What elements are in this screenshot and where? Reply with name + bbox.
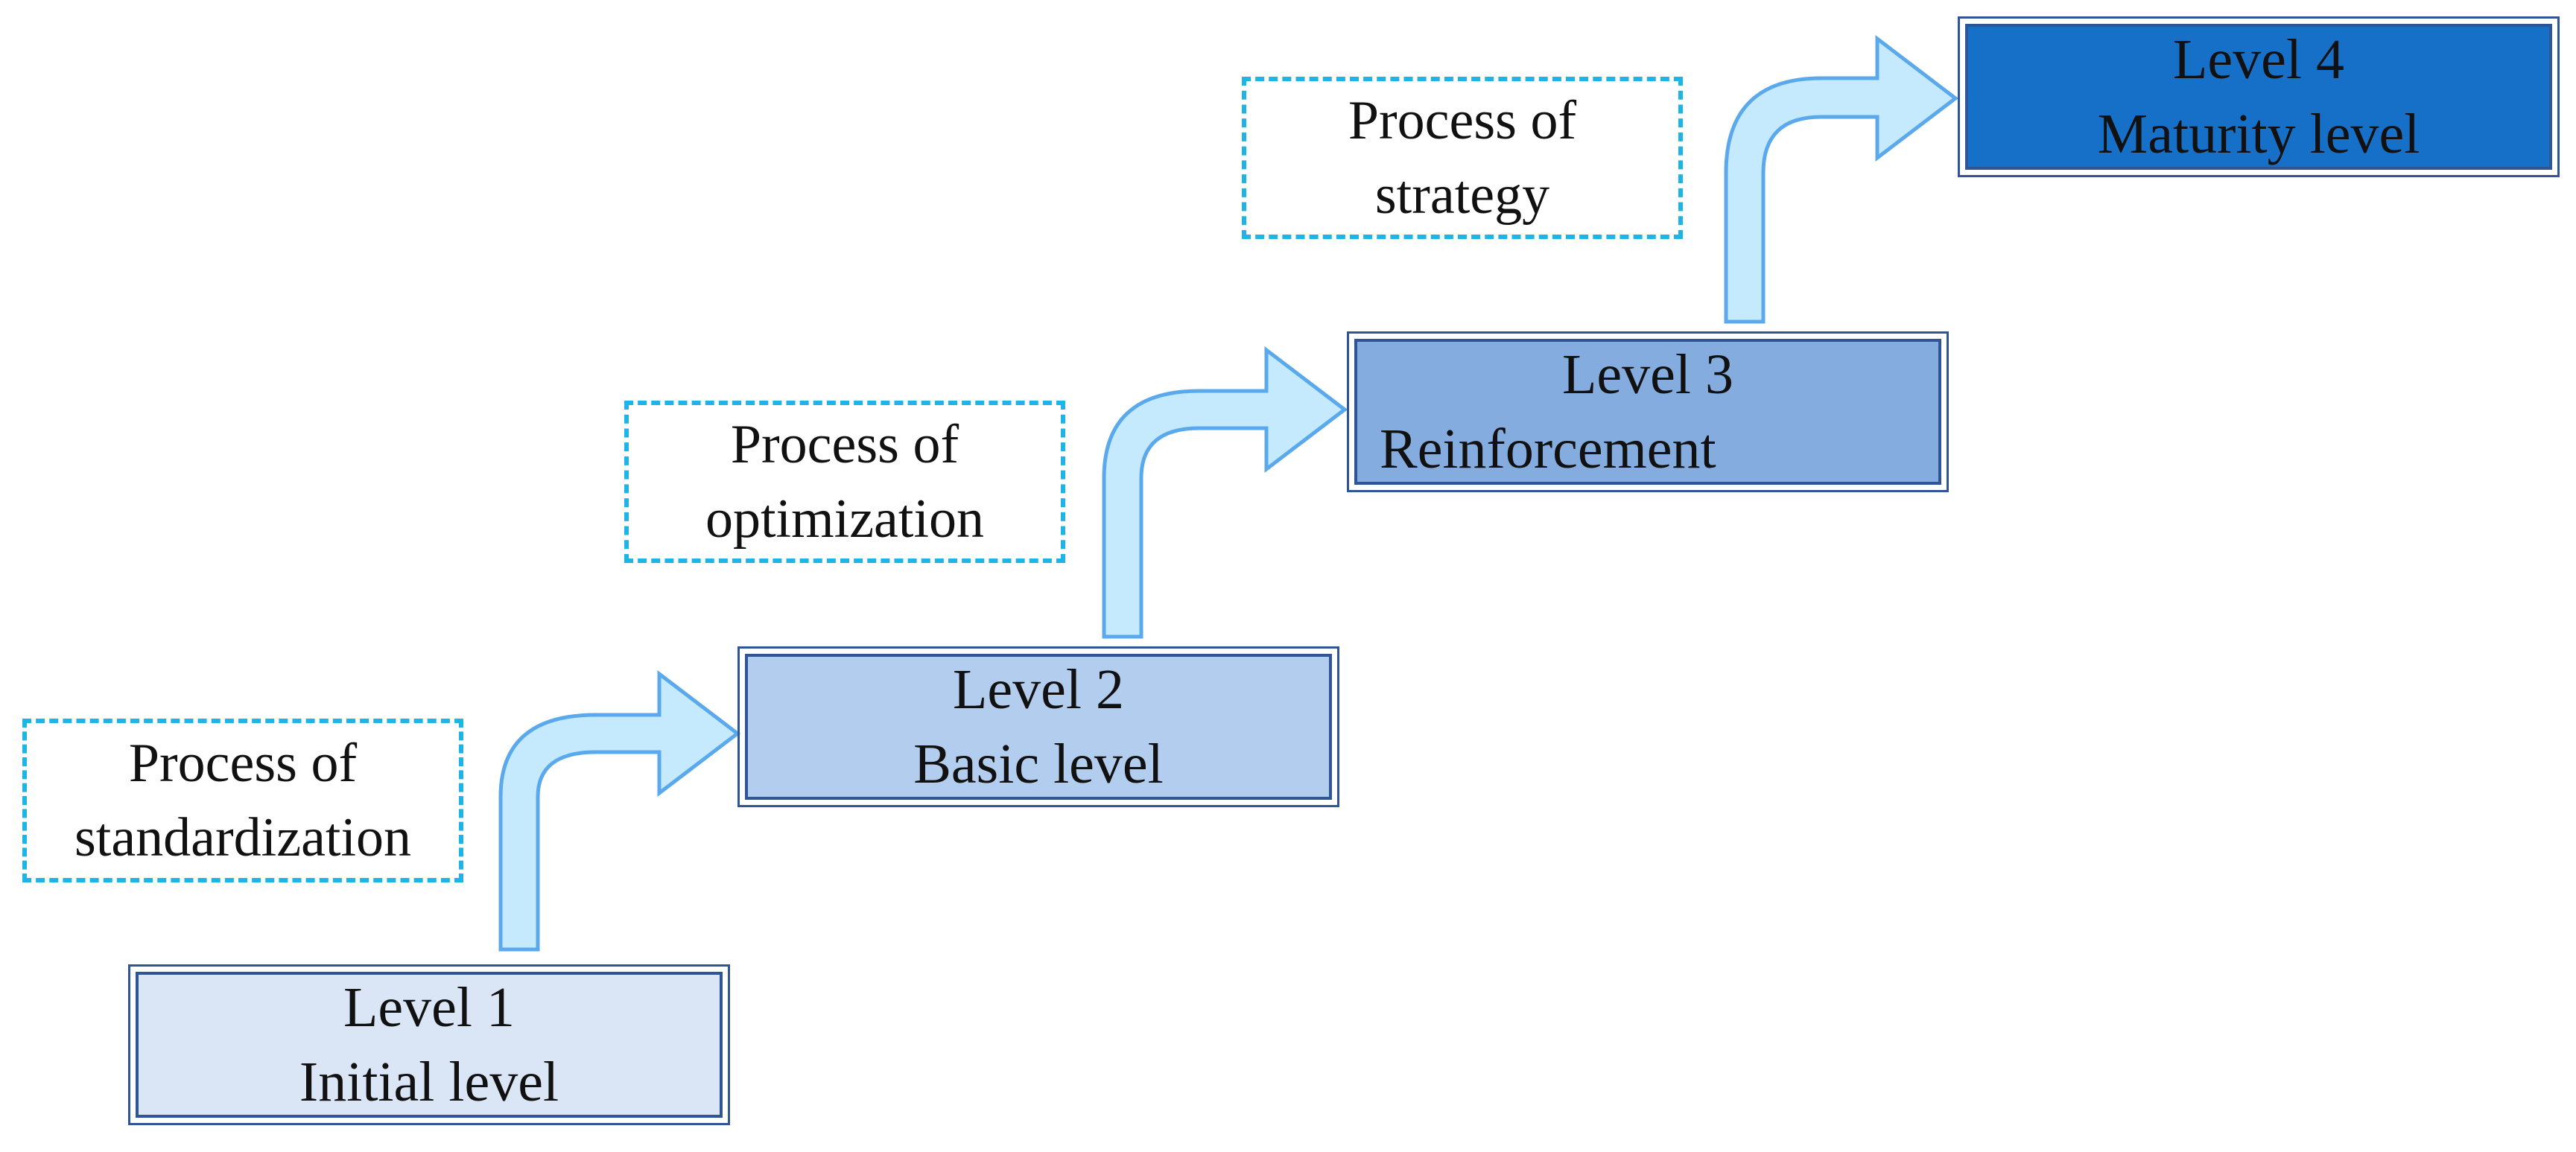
level-3-box: Level 3 Reinforcement [1347, 331, 1949, 492]
level-2-title: Level 2 [952, 658, 1124, 721]
process-optimization-line2: optimization [705, 489, 985, 550]
level-3-title: Level 3 [1561, 343, 1733, 406]
arrow-level2-to-level3 [1102, 346, 1348, 639]
process-standardization-line1: Process of [128, 733, 358, 794]
arrow-level3-to-level4 [1724, 34, 1959, 324]
level-4-name: Maturity level [2097, 103, 2420, 165]
level-4-title: Level 4 [2172, 28, 2344, 91]
process-strategy-line2: strategy [1374, 165, 1550, 226]
level-4-box: Level 4 Maturity level [1958, 16, 2560, 177]
level-1-title: Level 1 [343, 976, 515, 1039]
arrow-level1-to-level2 [498, 669, 741, 952]
process-standardization-box: Process of standardization [22, 719, 463, 882]
process-standardization-line2: standardization [74, 807, 412, 868]
process-optimization-line1: Process of [730, 414, 959, 475]
level-3-name: Reinforcement [1380, 418, 1716, 480]
level-2-name: Basic level [913, 733, 1164, 795]
level-1-name: Initial level [299, 1051, 559, 1113]
process-strategy-box: Process of strategy [1242, 77, 1683, 239]
process-optimization-box: Process of optimization [624, 401, 1065, 563]
level-2-box: Level 2 Basic level [737, 646, 1339, 807]
process-strategy-line1: Process of [1348, 90, 1577, 151]
level-1-box: Level 1 Initial level [128, 964, 730, 1125]
